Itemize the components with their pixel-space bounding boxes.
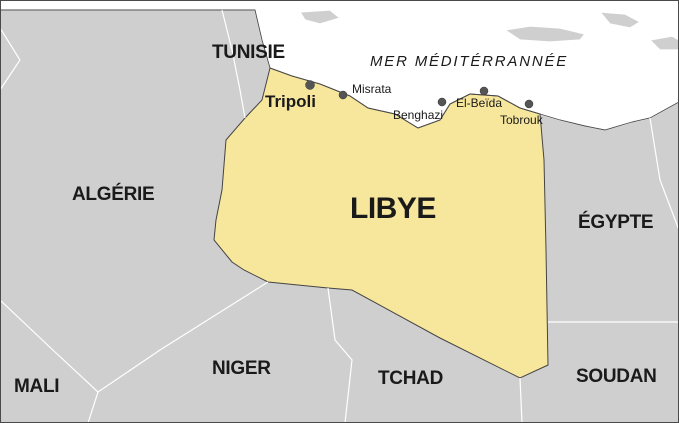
- crete-island: [503, 25, 587, 43]
- border-niger-tchad: [327, 287, 353, 423]
- border-algeria-mali: [0, 299, 99, 423]
- coastline: [0, 9, 679, 131]
- country-label-algerie: ALGÉRIE: [72, 183, 154, 205]
- border-algeria-niger: [97, 281, 269, 393]
- city-label-el-beida: El-Beïda: [456, 96, 502, 110]
- border-west-algeria: [0, 27, 21, 91]
- country-label-egypte: ÉGYPTE: [578, 211, 653, 233]
- city-marker-tobrouk: [524, 99, 534, 109]
- border-tunisia-algeria: [221, 9, 246, 119]
- country-label-libye: LIBYE: [350, 192, 436, 225]
- sea-label: MER MÉDITÉRRANNÉE: [370, 53, 568, 70]
- aegean-islands: [598, 11, 642, 29]
- country-label-tchad: TCHAD: [378, 368, 443, 389]
- city-marker-el-beida: [479, 86, 489, 96]
- country-label-tunisie: TUNISIE: [212, 42, 285, 63]
- city-label-tripoli: Tripoli: [265, 92, 316, 111]
- border-tchad-soudan: [519, 377, 523, 423]
- country-label-niger: NIGER: [212, 358, 271, 379]
- country-label-soudan: SOUDAN: [576, 366, 657, 387]
- sicily-island: [298, 9, 342, 25]
- city-marker-misrata: [338, 90, 348, 100]
- city-marker-benghazi: [437, 97, 447, 107]
- city-label-misrata: Misrata: [352, 82, 392, 96]
- city-label-benghazi: Benghazi: [393, 108, 443, 122]
- city-marker-tripoli: [305, 80, 315, 90]
- cyprus-island: [648, 35, 679, 51]
- country-label-mali: MALI: [14, 376, 59, 397]
- border-egypt-east: [649, 117, 679, 231]
- city-label-tobrouk: Tobrouk: [500, 113, 544, 127]
